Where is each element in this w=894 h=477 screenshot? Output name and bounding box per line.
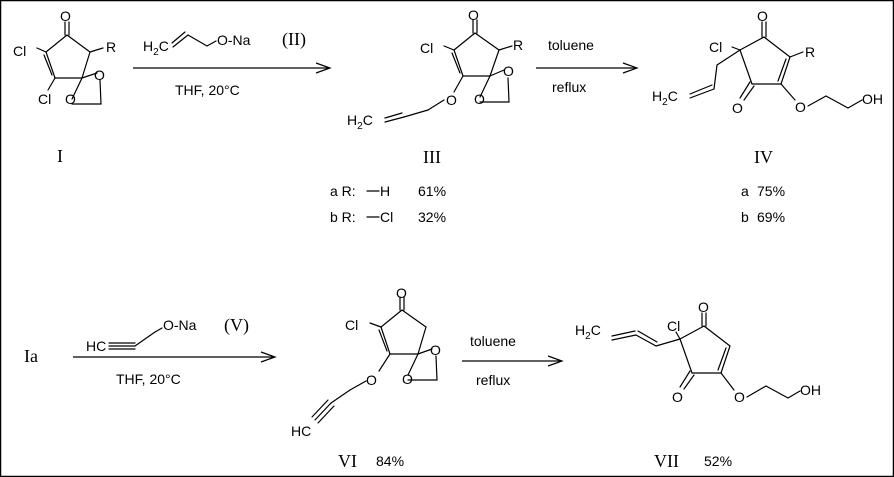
compound-label-VI: VI (338, 451, 357, 471)
atom-OH: OH (800, 382, 821, 398)
atom-HC: HC (291, 423, 311, 439)
atom-O: O (94, 67, 105, 83)
atom-O: O (60, 8, 71, 24)
atom-O: O (396, 285, 407, 301)
h2c-subscript: 2 (585, 331, 591, 342)
reagent-label-II: O-Na (217, 32, 251, 48)
atom-R: R (805, 44, 815, 60)
yield-III-b-label: b R: (330, 209, 356, 225)
atom-O: O (698, 299, 709, 315)
h2c-group: H (347, 112, 357, 128)
compound-I-structure: O Cl Cl R O O (13, 8, 116, 107)
yield-III-a-label: a R: (330, 183, 356, 199)
compound-label-I: I (57, 146, 63, 166)
arrowhead-1 (315, 62, 332, 74)
atom-O: O (734, 389, 745, 405)
compound-VII-structure: O Cl O O OH H2C (575, 299, 821, 405)
arrow2-top: toluene (548, 37, 594, 53)
reagent-II-structure: H2C (143, 31, 217, 58)
svg-text:H2C: H2C (575, 322, 601, 342)
h2c-group: H (575, 322, 585, 338)
yield-IV-b-value: 69% (757, 209, 785, 225)
arrowhead-4 (547, 355, 564, 367)
conditions-1: THF, 20°C (175, 82, 240, 98)
yield-IV-a-label: a (741, 183, 749, 199)
yields-III: a R: H 61% b R: Cl 32% (330, 183, 446, 225)
atom-O: O (732, 100, 743, 116)
arrow2-bottom: reflux (552, 79, 586, 95)
h2c-carbon: C (668, 88, 678, 104)
yield-III-b-group: Cl (380, 209, 393, 225)
atom-O: O (402, 371, 413, 387)
yield-III-a-value: 61% (418, 183, 446, 199)
arrowhead-2 (622, 62, 639, 74)
atom-Cl: Cl (667, 318, 680, 334)
h2c-carbon: C (363, 112, 373, 128)
h2c-carbon: C (159, 38, 169, 54)
compound-label-IV: IV (754, 147, 773, 167)
atom-R: R (513, 37, 523, 53)
h2c-carbon: C (591, 322, 601, 338)
reagent-V-structure: HC (86, 327, 163, 354)
svg-text:H2C: H2C (347, 112, 373, 132)
atom-O: O (430, 342, 441, 358)
h2c-subscript: 2 (153, 47, 159, 58)
atom-R: R (106, 39, 116, 55)
atom-Cl: Cl (709, 39, 722, 55)
atom-O: O (672, 389, 683, 405)
yield-VI: 84% (376, 453, 404, 469)
atom-OH: OH (862, 91, 883, 107)
atom-O: O (366, 372, 377, 388)
yield-III-a-group: H (380, 183, 390, 199)
atom-Cl: Cl (420, 40, 433, 56)
atom-Cl: Cl (13, 43, 26, 59)
yield-III-b-value: 32% (418, 209, 446, 225)
compound-VI-structure: O Cl O O O HC (291, 285, 441, 439)
compound-label-III: III (423, 147, 441, 167)
atom-O: O (757, 8, 768, 24)
svg-text:H2C: H2C (652, 88, 678, 108)
compound-III-structure: O Cl R O O O H2C (347, 7, 523, 132)
reagent-id-II: (II) (282, 29, 306, 50)
atom-Cl: Cl (345, 317, 358, 333)
start-compound-Ia: Ia (24, 346, 38, 366)
arrow4-top: toluene (470, 333, 516, 349)
h2c-subscript: 2 (357, 121, 363, 132)
atom-O: O (65, 91, 76, 107)
yield-IV-a-value: 75% (757, 183, 785, 199)
svg-text:H2C: H2C (143, 38, 169, 58)
reagent-id-V: (V) (224, 315, 249, 336)
compound-IV-structure: O Cl R O O OH H2C (652, 8, 883, 116)
h2c-group: H (143, 38, 153, 54)
atom-O: O (503, 63, 514, 79)
conditions-2: THF, 20°C (116, 371, 181, 387)
h2c-group: H (652, 88, 662, 104)
atom-O: O (795, 99, 806, 115)
arrowhead-3 (260, 351, 277, 363)
atom-O: O (474, 91, 485, 107)
reagent-label-V: O-Na (163, 317, 197, 333)
atom-O: O (446, 92, 457, 108)
atom-Cl: Cl (38, 91, 51, 107)
atom-HC: HC (86, 338, 106, 354)
compound-label-VII: VII (654, 451, 679, 471)
h2c-subscript: 2 (662, 97, 668, 108)
atom-O: O (468, 7, 479, 23)
arrow4-bottom: reflux (476, 372, 510, 388)
yield-IV-b-label: b (741, 209, 749, 225)
yield-VII: 52% (704, 453, 732, 469)
